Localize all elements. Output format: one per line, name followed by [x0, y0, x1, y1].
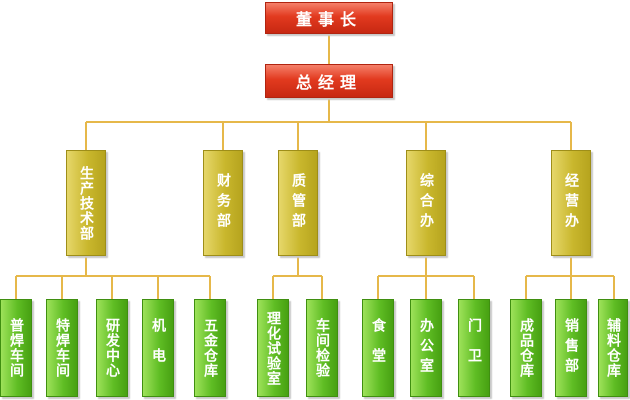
unit-workshop-inspection: 车间检验: [306, 299, 338, 397]
unit-special-welding-workshop: 特焊车间: [46, 299, 78, 397]
unit-rd-center: 研发中心: [96, 299, 128, 397]
chairman-box: 董事长: [265, 2, 393, 34]
dept-production-technology: 生产技术部: [66, 150, 106, 256]
unit-general-welding-workshop: 普焊车间: [0, 299, 32, 397]
dept-quality: 质管部: [278, 150, 318, 256]
dept-general-office: 综合办: [406, 150, 446, 256]
unit-electromechanical: 机电: [142, 299, 174, 397]
general-manager-box: 总经理: [265, 64, 393, 98]
dept-finance: 财务部: [203, 150, 243, 256]
unit-canteen: 食堂: [362, 299, 394, 397]
unit-hardware-warehouse: 五金仓库: [194, 299, 226, 397]
unit-gate-guard: 门卫: [458, 299, 490, 397]
unit-physicochemical-lab: 理化试验室: [257, 299, 289, 397]
unit-sales-department: 销售部: [555, 299, 587, 397]
dept-business-office: 经营办: [551, 150, 591, 256]
unit-finished-goods-warehouse: 成品仓库: [510, 299, 542, 397]
unit-office: 办公室: [410, 299, 442, 397]
unit-auxiliary-materials-warehouse: 辅料仓库: [598, 299, 628, 397]
